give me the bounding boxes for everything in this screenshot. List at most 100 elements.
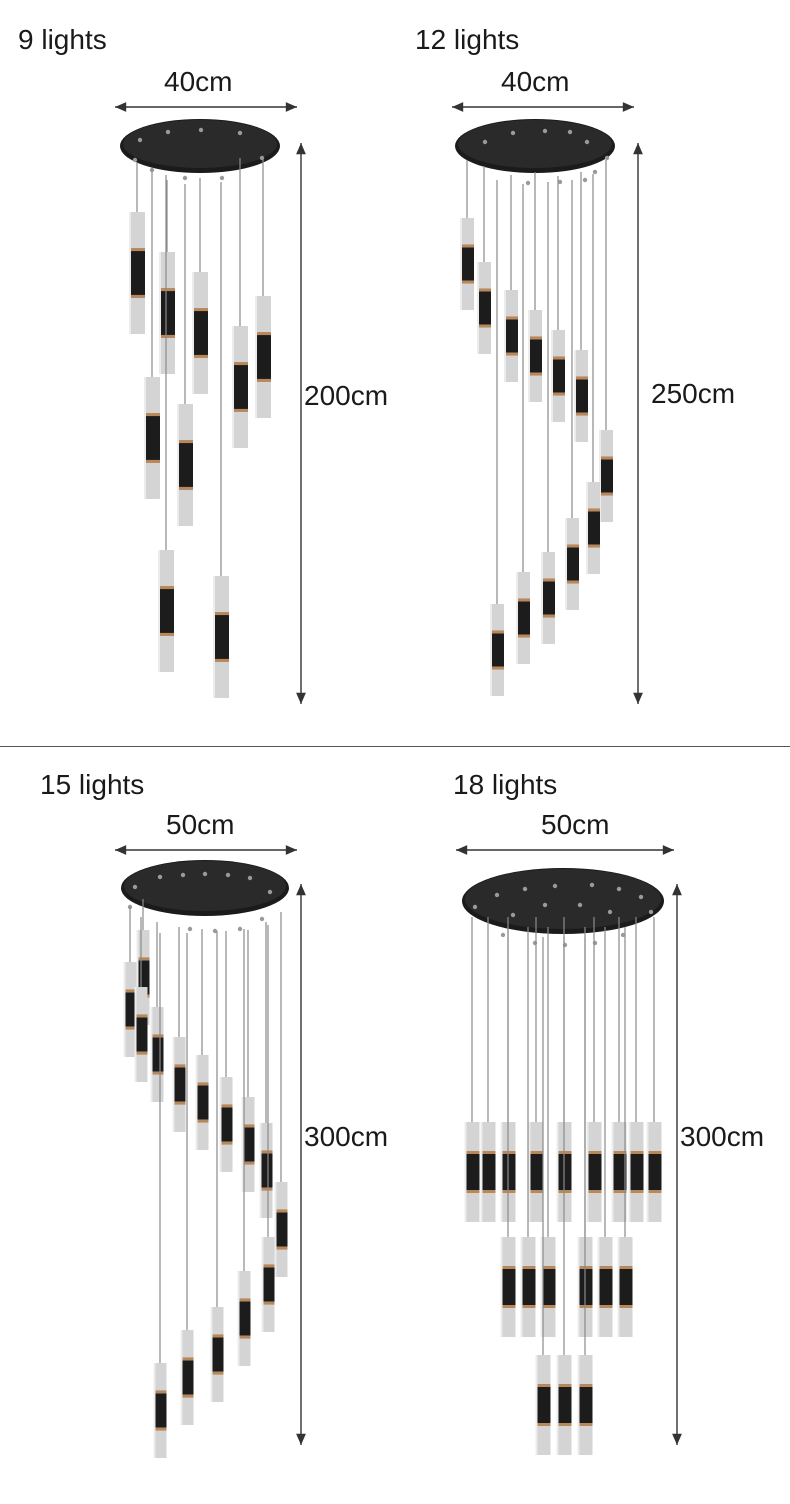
tube-highlight bbox=[232, 326, 234, 448]
tube-black-band bbox=[565, 547, 579, 581]
tube-highlight bbox=[490, 604, 492, 696]
brass-ring bbox=[597, 1305, 613, 1308]
tube-black-band bbox=[195, 1085, 209, 1120]
pendant-light bbox=[628, 1122, 644, 1222]
tube-black-band bbox=[153, 1393, 167, 1428]
brass-ring bbox=[528, 1151, 544, 1154]
pendant-light bbox=[274, 1182, 288, 1277]
width-label: 50cm bbox=[166, 809, 235, 840]
brass-ring bbox=[541, 614, 555, 618]
tube-black-band bbox=[241, 1127, 255, 1162]
tube-black-band bbox=[460, 247, 474, 281]
pendant-light bbox=[192, 272, 208, 394]
tube-black-band bbox=[261, 1267, 275, 1302]
chandelier-12-lights bbox=[452, 102, 643, 704]
brass-ring bbox=[210, 1371, 224, 1375]
pendant-light bbox=[213, 576, 229, 698]
canopy-screw bbox=[182, 175, 188, 181]
tube-highlight bbox=[136, 930, 139, 1025]
canopy-screw bbox=[648, 909, 654, 915]
tube-black-band bbox=[177, 443, 193, 487]
canopy-screw bbox=[500, 932, 506, 938]
brass-ring bbox=[464, 1190, 480, 1193]
tube-highlight bbox=[535, 1355, 538, 1455]
tube-black-band bbox=[134, 1017, 148, 1052]
variant-15-lights: 15 lights 50cm 300cm bbox=[0, 747, 395, 1493]
brass-ring bbox=[192, 354, 208, 358]
pendant-light bbox=[577, 1355, 593, 1455]
brass-ring bbox=[646, 1190, 662, 1193]
brass-ring bbox=[177, 440, 193, 444]
brass-ring bbox=[551, 356, 565, 360]
brass-ring bbox=[528, 336, 542, 340]
tube-black-band bbox=[540, 1269, 556, 1305]
tube-highlight bbox=[213, 576, 215, 698]
tube-black-band bbox=[480, 1154, 496, 1190]
pendant-light bbox=[158, 550, 174, 672]
brass-ring bbox=[219, 1141, 233, 1145]
tube-black-band bbox=[213, 615, 229, 659]
tube-highlight bbox=[540, 1237, 543, 1337]
canopy-screw bbox=[225, 872, 231, 878]
canopy-screw bbox=[604, 155, 610, 161]
brass-ring bbox=[574, 412, 588, 416]
canopy-top bbox=[124, 861, 286, 911]
tube-black-band bbox=[219, 1107, 233, 1142]
tube-highlight bbox=[460, 218, 462, 310]
tube-black-band bbox=[628, 1154, 644, 1190]
brass-ring bbox=[210, 1334, 224, 1338]
pendant-light bbox=[516, 572, 530, 664]
tube-black-band bbox=[172, 1067, 186, 1102]
tube-black-band bbox=[237, 1301, 251, 1336]
pendant-light bbox=[520, 1237, 536, 1337]
tube-highlight bbox=[577, 1355, 580, 1455]
arrow-icon bbox=[296, 1433, 306, 1445]
canopy-screw bbox=[180, 872, 186, 878]
brass-ring bbox=[180, 1357, 194, 1361]
pendant-light bbox=[210, 1307, 224, 1402]
pendant-light bbox=[144, 377, 160, 499]
arrow-icon bbox=[633, 692, 643, 704]
brass-ring bbox=[150, 1071, 164, 1075]
tube-highlight bbox=[259, 1123, 262, 1218]
pendant-light bbox=[599, 430, 613, 522]
brass-ring bbox=[129, 248, 145, 252]
pendant-light bbox=[540, 1237, 556, 1337]
canopy-screw bbox=[187, 926, 193, 932]
canopy-screw bbox=[552, 883, 558, 889]
canopy-screw bbox=[132, 157, 138, 163]
canopy-screw bbox=[557, 179, 563, 185]
canopy-screw bbox=[584, 139, 590, 145]
tube-highlight bbox=[159, 252, 161, 374]
pendant-light bbox=[195, 1055, 209, 1150]
canopy-screw bbox=[620, 932, 626, 938]
pendant-light bbox=[490, 604, 504, 696]
tube-black-band bbox=[259, 1153, 273, 1188]
width-label: 40cm bbox=[501, 66, 570, 97]
section-divider bbox=[0, 746, 790, 747]
tube-black-band bbox=[556, 1387, 572, 1423]
brass-ring bbox=[516, 634, 530, 638]
pendant-light bbox=[180, 1330, 194, 1425]
tube-highlight bbox=[274, 1182, 277, 1277]
canopy-screw bbox=[522, 886, 528, 892]
brass-ring bbox=[150, 1034, 164, 1038]
canopy-screw bbox=[198, 127, 204, 133]
tube-black-band bbox=[490, 633, 504, 667]
brass-ring bbox=[617, 1305, 633, 1308]
tube-highlight bbox=[134, 987, 137, 1082]
tube-highlight bbox=[150, 1007, 153, 1102]
pendant-light bbox=[611, 1122, 627, 1222]
tube-black-band bbox=[136, 960, 150, 995]
pendant-light bbox=[586, 1122, 602, 1222]
brass-ring bbox=[565, 580, 579, 584]
brass-ring bbox=[516, 598, 530, 602]
tube-black-band bbox=[159, 291, 175, 335]
tube-black-band bbox=[129, 251, 145, 295]
tube-black-band bbox=[144, 416, 160, 460]
tube-highlight bbox=[541, 552, 543, 644]
chandelier-18-lights bbox=[456, 845, 682, 1455]
brass-ring bbox=[195, 1082, 209, 1086]
height-label: 250cm bbox=[651, 378, 736, 409]
brass-ring bbox=[213, 658, 229, 662]
